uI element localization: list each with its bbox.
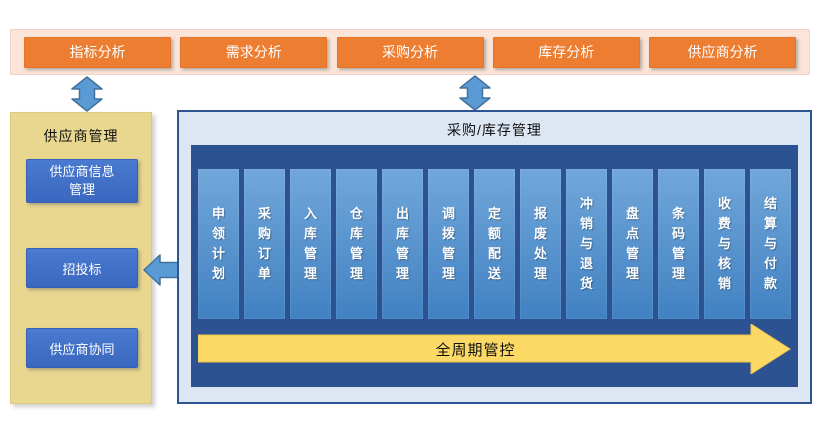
supplier-item-label: 供应商协同 <box>49 341 115 357</box>
supplier-item-bidding[interactable]: 招投标 <box>26 248 138 288</box>
procurement-inventory-panel: 采购/库存管理 申领计划 采购订单 入库管理 仓库管理 出库管理 调拨管理 定额… <box>177 110 812 404</box>
module-transfer-management[interactable]: 调拨管理 <box>428 169 469 319</box>
module-requisition-plan[interactable]: 申领计划 <box>198 169 239 319</box>
supplier-management-panel: 供应商管理 供应商信息管理 招投标 供应商协同 <box>10 112 152 404</box>
module-label: 采购订单 <box>257 205 271 282</box>
module-writeoff-returns[interactable]: 冲销与退货 <box>566 169 607 319</box>
supplier-item-collaboration[interactable]: 供应商协同 <box>26 328 138 368</box>
supplier-item-label: 招投标 <box>62 261 102 277</box>
module-stocktaking-management[interactable]: 盘点管理 <box>612 169 653 319</box>
module-fees-verification[interactable]: 收费与核销 <box>704 169 745 319</box>
supplier-item-label: 供应商信息管理 <box>49 164 115 197</box>
module-label: 入库管理 <box>303 205 317 282</box>
module-label: 出库管理 <box>395 205 409 282</box>
module-scrap-processing[interactable]: 报废处理 <box>520 169 561 319</box>
module-column-row: 申领计划 采购订单 入库管理 仓库管理 出库管理 调拨管理 定额配送 报废处理 … <box>198 169 791 319</box>
module-label: 申领计划 <box>211 205 225 282</box>
module-label: 盘点管理 <box>625 205 639 282</box>
supplier-item-info-management[interactable]: 供应商信息管理 <box>26 159 138 203</box>
module-label: 冲销与退货 <box>579 195 593 292</box>
vertical-double-arrow-icon <box>459 75 491 111</box>
analysis-button-inventory[interactable]: 库存分析 <box>492 36 640 68</box>
supplier-panel-title: 供应商管理 <box>43 128 119 144</box>
module-purchase-order[interactable]: 采购订单 <box>244 169 285 319</box>
module-quota-distribution[interactable]: 定额配送 <box>474 169 515 319</box>
procurement-panel-title: 采购/库存管理 <box>447 122 542 138</box>
module-label: 报废处理 <box>533 205 547 282</box>
right-arrow-icon <box>198 324 791 374</box>
module-label: 收费与核销 <box>717 195 731 292</box>
full-cycle-control-arrow: 全周期管控 <box>198 324 791 374</box>
module-label: 结算与付款 <box>763 195 777 292</box>
module-label: 条码管理 <box>671 205 685 282</box>
analysis-button-procurement[interactable]: 采购分析 <box>336 36 484 68</box>
analysis-button-supplier[interactable]: 供应商分析 <box>649 36 796 68</box>
module-warehouse-management[interactable]: 仓库管理 <box>336 169 377 319</box>
module-label: 调拨管理 <box>441 205 455 282</box>
vertical-double-arrow-icon <box>71 76 103 112</box>
module-outbound-management[interactable]: 出库管理 <box>382 169 423 319</box>
module-barcode-management[interactable]: 条码管理 <box>658 169 699 319</box>
module-inbound-management[interactable]: 入库管理 <box>290 169 331 319</box>
module-label: 定额配送 <box>487 205 501 282</box>
module-label: 仓库管理 <box>349 205 363 282</box>
analysis-bar: 指标分析 需求分析 采购分析 库存分析 供应商分析 <box>10 29 810 75</box>
analysis-button-demand[interactable]: 需求分析 <box>180 36 328 68</box>
procurement-inner-container: 申领计划 采购订单 入库管理 仓库管理 出库管理 调拨管理 定额配送 报废处理 … <box>191 145 798 387</box>
analysis-button-indicator[interactable]: 指标分析 <box>24 36 171 68</box>
cycle-arrow-label: 全周期管控 <box>435 341 516 359</box>
module-settlement-payment[interactable]: 结算与付款 <box>750 169 791 319</box>
